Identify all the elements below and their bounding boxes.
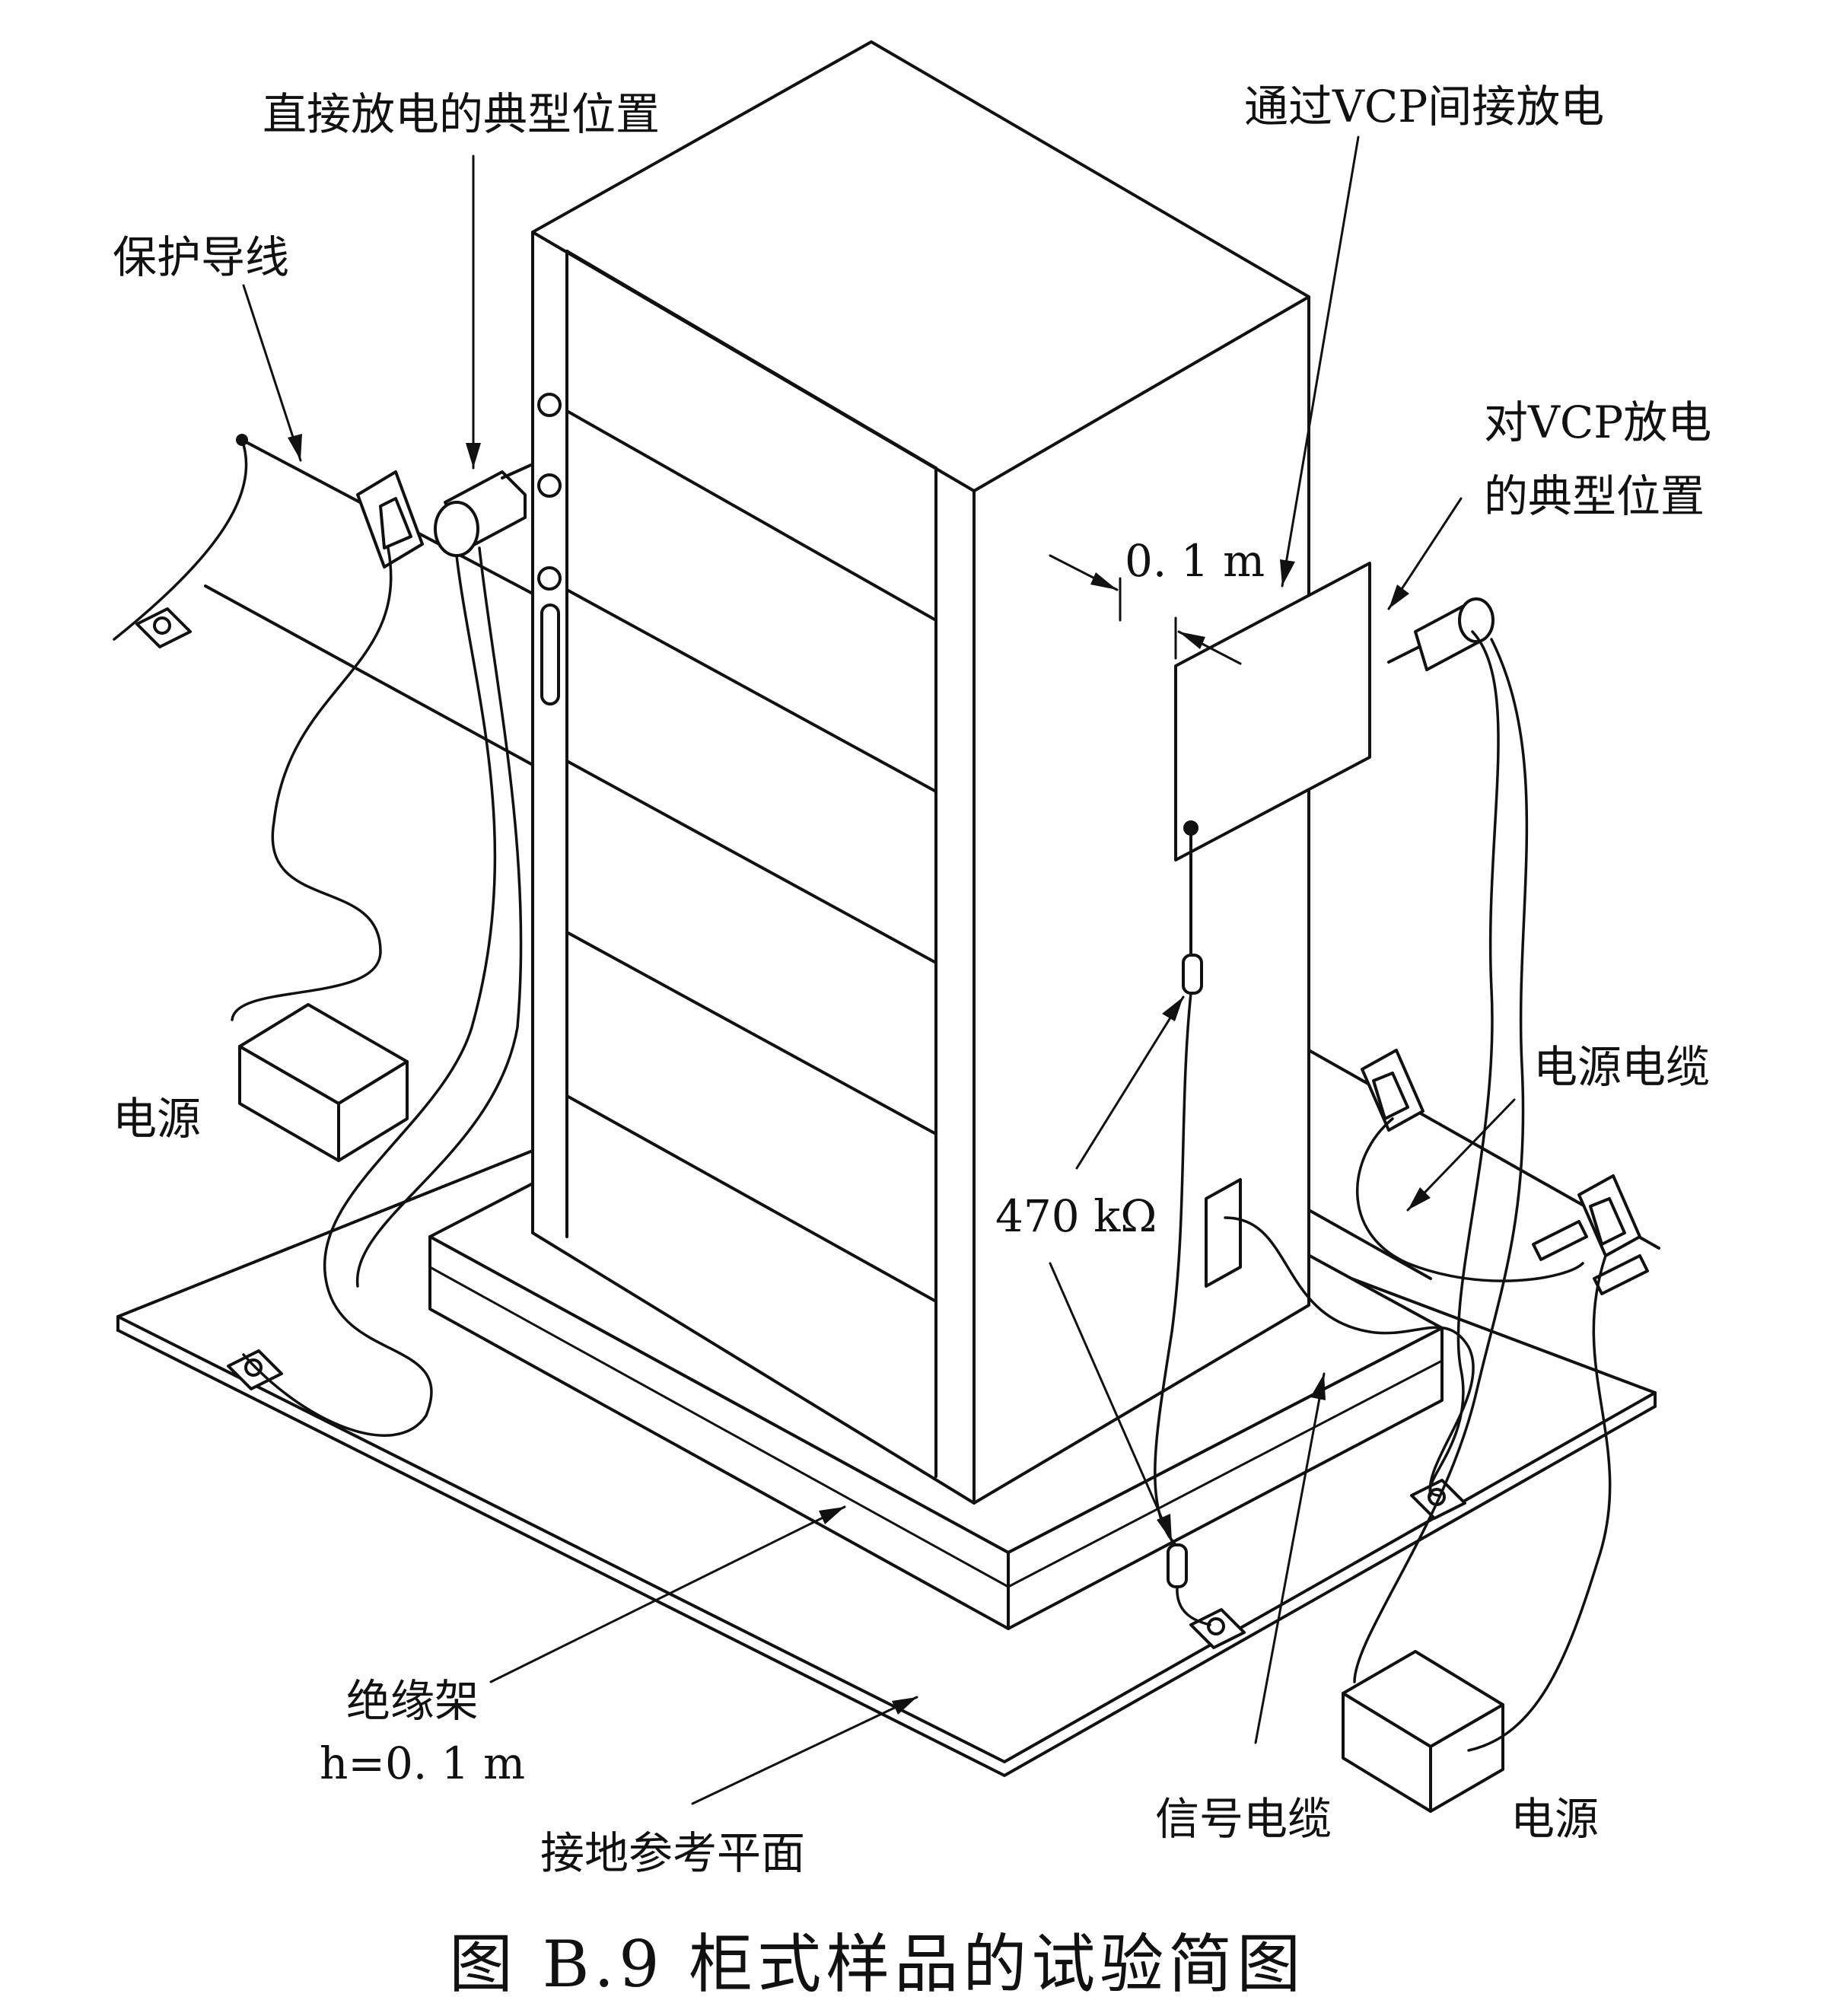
label-signal-cable: 信号电缆 xyxy=(1155,1793,1332,1845)
label-indirect-vcp: 通过VCP间接放电 xyxy=(1244,81,1604,132)
door-knob-1 xyxy=(537,393,562,417)
label-direct-discharge: 直接放电的典型位置 xyxy=(263,88,660,140)
power-outlet-left xyxy=(356,470,424,568)
cables xyxy=(231,546,1612,1752)
power-supply-right xyxy=(1342,1650,1504,1813)
resistor-bottom xyxy=(1167,1543,1188,1588)
signal-outlet xyxy=(1205,1178,1242,1288)
label-vcp-discharge-1: 对VCP放电 xyxy=(1484,397,1711,448)
label-vcp-discharge-2: 的典型位置 xyxy=(1484,470,1705,522)
label-ground-plane: 接地参考平面 xyxy=(540,1827,805,1879)
label-resistor: 470 kΩ xyxy=(995,1190,1157,1242)
figure-caption: 图 B.9 柜式样品的试验简图 xyxy=(449,1927,1305,2002)
vertical-coupling-plane xyxy=(1049,554,1371,995)
label-protective-conductor: 保护导线 xyxy=(113,231,289,283)
cabinet xyxy=(531,40,1310,1505)
door-knob-2 xyxy=(537,473,562,498)
label-support-height: h=0. 1 m xyxy=(320,1737,525,1789)
esd-gun-right xyxy=(1387,597,1495,671)
ground-terminals xyxy=(135,607,1466,1649)
label-power-left: 电源 xyxy=(113,1093,201,1145)
power-outlets-right xyxy=(1361,1049,1649,1295)
door-knob-3 xyxy=(537,566,562,591)
power-supply-left xyxy=(238,1003,409,1162)
resistor-top xyxy=(1182,954,1203,995)
protective-conductor xyxy=(113,434,534,766)
door-handle xyxy=(540,604,560,705)
leader-lines xyxy=(242,135,1516,1805)
esd-gun-left xyxy=(434,463,534,557)
label-power-cable: 电源电缆 xyxy=(1533,1041,1710,1093)
label-insulating-support: 绝缘架 xyxy=(346,1675,479,1727)
label-distance: 0. 1 m xyxy=(1125,535,1265,587)
label-power-right: 电源 xyxy=(1510,1793,1599,1845)
